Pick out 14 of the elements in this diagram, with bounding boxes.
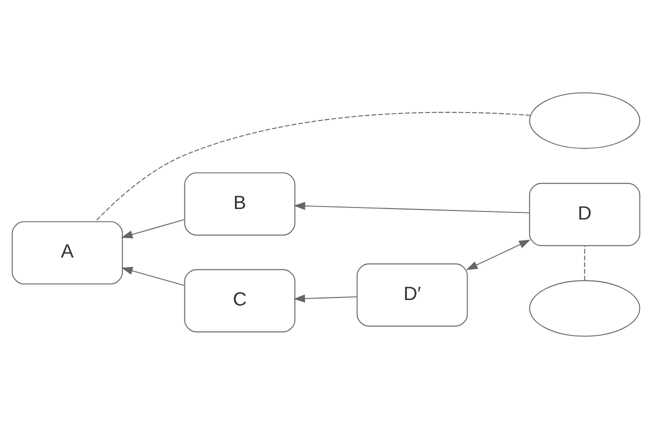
connector	[584, 245, 586, 281]
node-box: A	[12, 221, 123, 284]
node-cloud	[529, 92, 640, 149]
arrow	[294, 202, 530, 214]
arrow	[466, 240, 531, 270]
node-box: D	[529, 182, 640, 246]
node-box: C	[184, 269, 296, 332]
node-box: D′	[356, 263, 468, 327]
connector	[95, 112, 531, 222]
node-cloud	[529, 280, 640, 337]
arrow	[293, 294, 358, 303]
arrow	[121, 266, 185, 286]
arrow	[121, 219, 185, 238]
node-box: B	[184, 172, 296, 236]
